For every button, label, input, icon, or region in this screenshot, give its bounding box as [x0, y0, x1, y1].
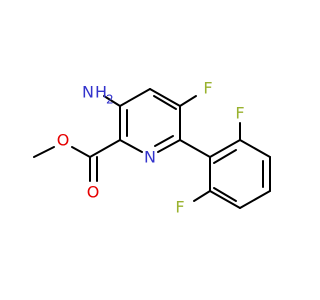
bond-c6-aryl: [179, 139, 211, 158]
bond-o-methyl: [33, 146, 55, 158]
bond-c6-n1-inner: [154, 135, 174, 147]
fluorine-top-label: F: [203, 79, 212, 98]
bond-c5-f: [179, 95, 197, 107]
fluorine-right-label: F: [235, 104, 244, 123]
fluorine-left-label: F: [175, 198, 184, 217]
pyridine-nitrogen-label: N: [144, 148, 156, 167]
bond-aryl-c1-c2: [209, 139, 241, 158]
amine-subscript-label: 2: [106, 93, 114, 107]
amine-nitrogen-label: N: [82, 83, 94, 102]
amine-hydrogen-label: H: [95, 83, 107, 102]
molecule-svg: N H 2 F F F N O O: [33, 78, 271, 217]
bond-c4-c5: [149, 88, 181, 107]
bond-aryl-c2-c3: [239, 139, 271, 158]
bond-layer: [33, 88, 271, 209]
bond-c2-ester-c: [89, 139, 121, 158]
bond-c3-nh2: [103, 95, 121, 107]
bond-aryl-c1-c2-inner: [213, 149, 237, 164]
bond-aryl-c4-c5: [239, 190, 271, 209]
bond-aryl-f-left: [193, 190, 211, 202]
bond-ester-c-o: [71, 146, 91, 158]
bond-aryl-c5-c6-inner: [213, 187, 237, 202]
bond-n1-c2: [119, 139, 143, 153]
atom-label-layer: N H 2 F F F N O O: [57, 79, 245, 217]
ester-oxygen-label: O: [57, 131, 70, 150]
bond-aryl-c5-c6: [209, 190, 241, 209]
structure-diagram: N H 2 F F F N O O: [33, 78, 271, 217]
carbonyl-oxygen-label: O: [87, 183, 100, 202]
bond-c3-c4: [119, 88, 151, 107]
bond-c6-n1: [157, 139, 181, 153]
bond-c4-c5-inner: [153, 95, 177, 110]
